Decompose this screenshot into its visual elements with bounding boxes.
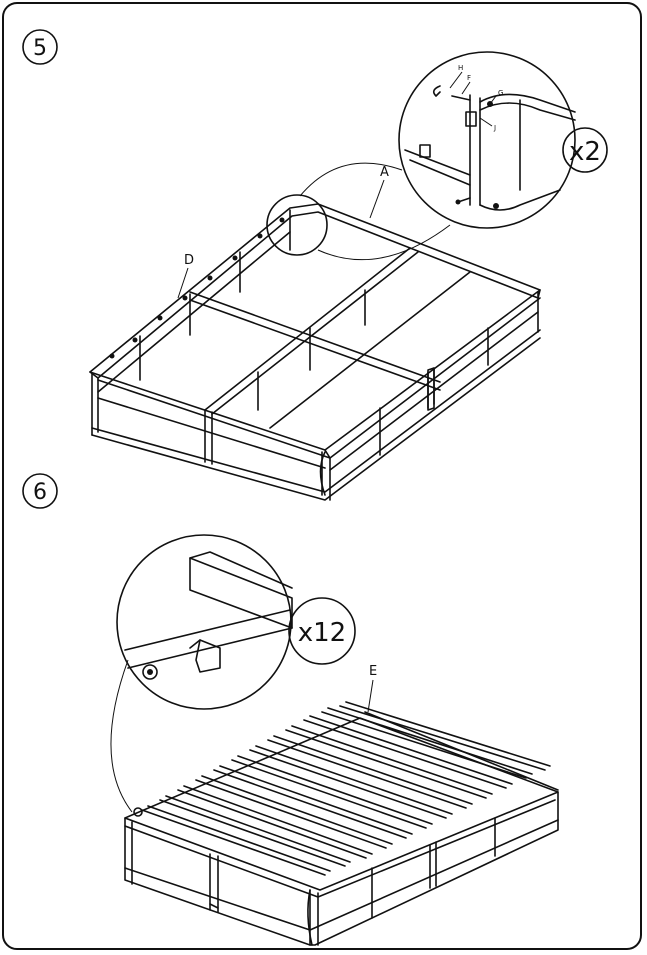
svg-text:J: J xyxy=(493,124,496,132)
svg-text:5: 5 xyxy=(33,36,47,61)
step-5-badge: 5 xyxy=(22,29,58,65)
detail-callout-step-6 xyxy=(110,534,293,813)
svg-text:A: A xyxy=(380,165,389,180)
svg-text:x2: x2 xyxy=(569,137,601,167)
svg-text:x12: x12 xyxy=(298,618,346,648)
part-label-d: D xyxy=(177,253,194,299)
multiplier-step-5: x2 xyxy=(562,127,608,173)
step-6-badge: 6 xyxy=(22,473,58,509)
svg-text:6: 6 xyxy=(33,480,47,505)
bolts-left xyxy=(109,217,285,359)
svg-text:G: G xyxy=(498,89,503,97)
svg-text:D: D xyxy=(184,253,194,268)
step-5: 5 xyxy=(22,29,608,501)
part-label-e: E xyxy=(367,664,377,713)
bed-frame-step-6 xyxy=(124,701,559,946)
multiplier-step-6: x12 xyxy=(288,597,356,665)
slats xyxy=(141,701,551,876)
svg-text:E: E xyxy=(369,664,377,679)
svg-text:H: H xyxy=(458,64,463,72)
step-6: 6 x12 xyxy=(22,473,559,946)
detail-callout-step-5: H F G J xyxy=(266,51,576,261)
svg-text:F: F xyxy=(467,74,471,82)
part-label-a: A xyxy=(369,165,389,219)
bed-frame-step-5 xyxy=(89,203,541,501)
